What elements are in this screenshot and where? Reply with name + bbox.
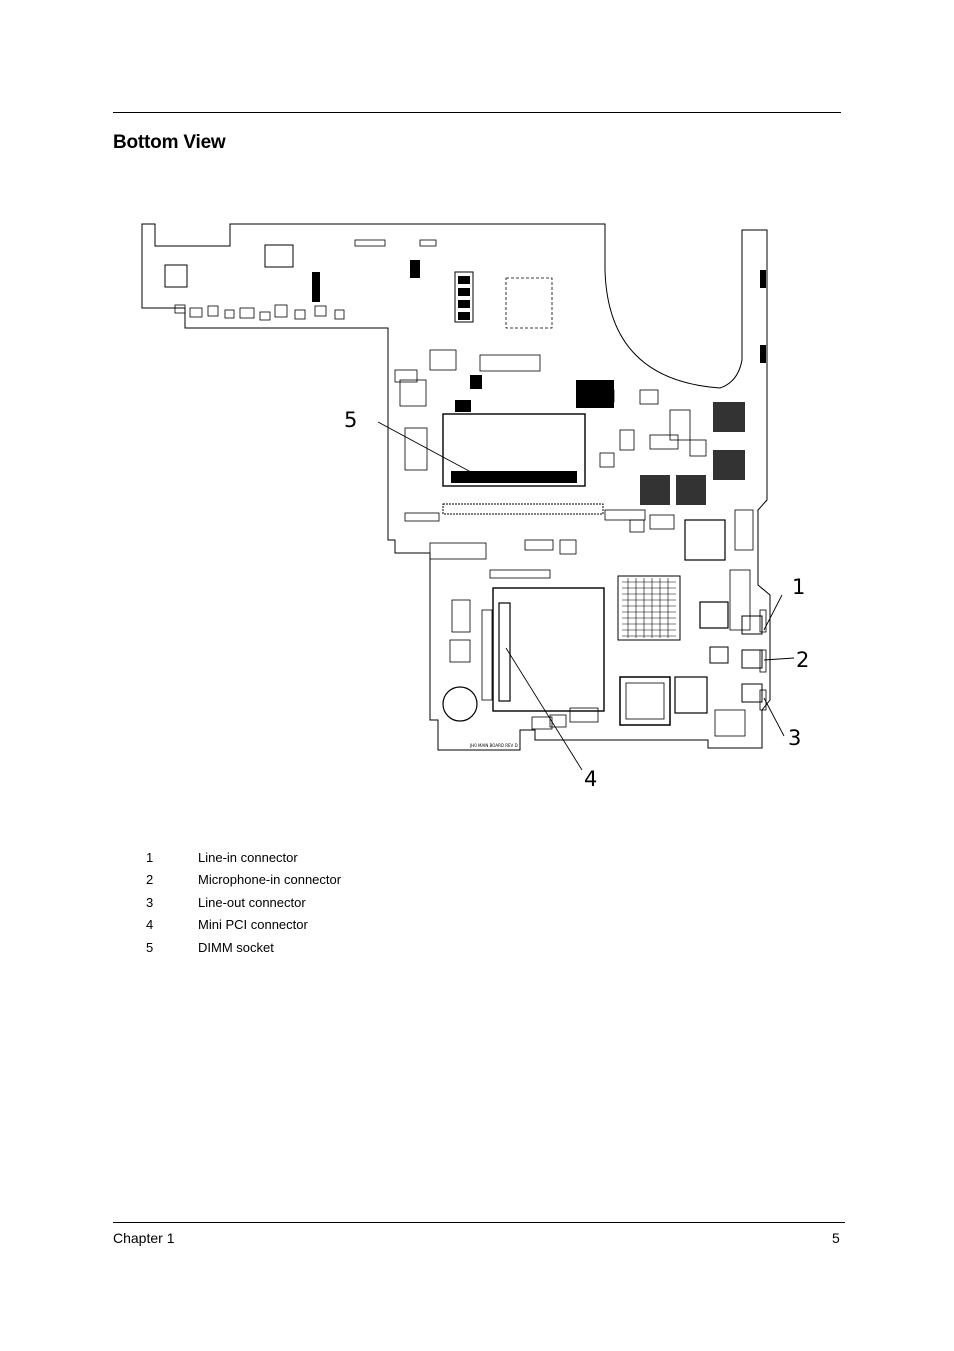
board-outline — [141, 223, 771, 751]
leader-lines — [377, 421, 795, 771]
small-components — [174, 239, 767, 737]
legend-label: Line-out connector — [198, 894, 306, 910]
bga-chip-east-1 — [713, 402, 745, 432]
legend-row: 2 Microphone-in connector — [146, 869, 546, 892]
legend-number: 2 — [146, 872, 154, 888]
bga-chip-main-pattern — [622, 578, 676, 638]
callout-2: 2 — [796, 648, 809, 672]
callout-1: 1 — [792, 575, 805, 599]
mini-pci-socket — [492, 587, 605, 712]
callout-3: 3 — [788, 726, 801, 750]
legend-number: 3 — [146, 894, 154, 910]
legend-row: 3 Line-out connector — [146, 891, 546, 914]
page-title: Bottom View — [113, 132, 226, 153]
header-rule — [113, 112, 841, 113]
bga-chip-south-core — [625, 682, 665, 720]
dimm-socket-rail — [442, 503, 604, 515]
callout-4: 4 — [584, 767, 597, 791]
legend-number: 5 — [146, 939, 154, 955]
board-marking: JH0 MAIN BOARD REV D — [469, 743, 518, 748]
legend-label: Line-in connector — [198, 849, 298, 865]
component-legend: 1 Line-in connector 2 Microphone-in conn… — [146, 846, 546, 959]
legend-row: 4 Mini PCI connector — [146, 914, 546, 937]
legend-number: 4 — [146, 917, 154, 933]
legend-label: Microphone-in connector — [198, 872, 342, 888]
cpu-area-components — [164, 244, 766, 412]
bga-chip-main — [617, 575, 681, 641]
chip-east-square — [684, 519, 726, 561]
bga-chip-mid-2 — [676, 475, 706, 505]
dimm-socket-contacts — [451, 471, 577, 483]
chip-small-3 — [709, 646, 729, 664]
legend-label: Mini PCI connector — [198, 917, 308, 933]
motherboard-figure: JH0 MAIN BOARD REV D 5 4 1 2 3 — [130, 210, 830, 800]
footer-rule — [113, 1222, 845, 1223]
bga-chip-south — [619, 676, 671, 726]
chip-small-1 — [699, 601, 729, 629]
legend-label: DIMM socket — [198, 939, 274, 955]
footer-chapter: Chapter 1 — [113, 1230, 175, 1246]
bga-chip-north — [576, 380, 614, 408]
legend-row: 1 Line-in connector — [146, 846, 546, 869]
chip-small-2 — [674, 676, 708, 714]
audio-jacks — [741, 615, 763, 703]
callout-5: 5 — [344, 408, 357, 432]
mini-pci-connector — [498, 602, 511, 702]
legend-number: 1 — [146, 849, 154, 865]
bga-chip-east-2 — [713, 450, 745, 480]
footer-page-number: 5 — [832, 1230, 840, 1246]
coin-cell — [442, 686, 478, 722]
legend-row: 5 DIMM socket — [146, 936, 546, 959]
motherboard-diagram: JH0 MAIN BOARD REV D 5 4 1 2 3 — [141, 223, 809, 791]
bga-chip-mid-1 — [640, 475, 670, 505]
